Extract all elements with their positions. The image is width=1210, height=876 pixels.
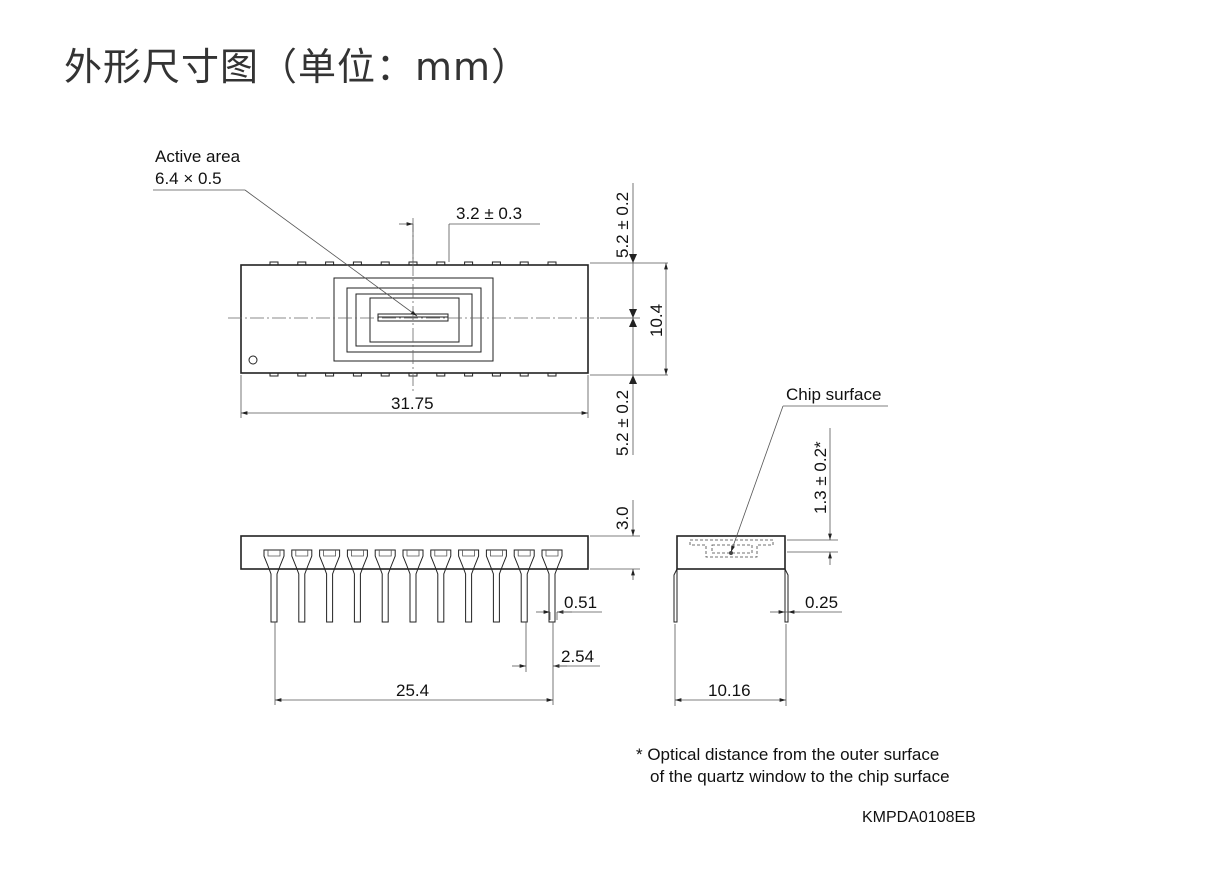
chip-surface-label: Chip surface [786, 385, 881, 404]
lead [319, 549, 341, 623]
lead [263, 549, 285, 623]
active-area-size: 6.4 × 0.5 [155, 169, 222, 188]
package-body-top [240, 264, 589, 374]
window-frame-middle [346, 287, 482, 353]
dim-lead-pitch: 2.54 [561, 647, 594, 666]
lead [291, 549, 313, 623]
footnote-line-1: * Optical distance from the outer surfac… [636, 745, 939, 764]
lead-shoulder [517, 550, 531, 557]
dim-optical-distance: 1.3 ± 0.2* [811, 441, 830, 514]
window-glass [369, 297, 460, 343]
footnote-line-2: of the quartz window to the chip surface [650, 767, 950, 786]
lead-shoulder [378, 550, 392, 557]
end-lead-left [673, 568, 678, 623]
side-pins [263, 549, 563, 623]
lead-shoulder [490, 550, 503, 557]
dim-body-thickness: 3.0 [613, 506, 632, 530]
dim-lead-width: 0.51 [564, 593, 597, 612]
package-body-side [240, 535, 589, 570]
lead [430, 549, 452, 623]
dim-lead-thickness: 0.25 [805, 593, 838, 612]
window-frame-inner [355, 293, 473, 347]
drawing-code: KMPDA0108EB [862, 809, 976, 826]
lead [513, 549, 535, 623]
lead [541, 549, 563, 623]
side-view: 3.0 0.51 2.54 25.4 [240, 500, 640, 705]
dim-row-spacing: 10.16 [708, 681, 751, 700]
lead-shoulder [267, 550, 281, 557]
active-area-label: Active area [155, 147, 241, 166]
lead-shoulder [545, 550, 559, 557]
pin1-index-mark [248, 355, 258, 365]
lead [346, 549, 368, 623]
lead-shoulder [462, 550, 475, 557]
lead [458, 549, 480, 623]
lead-shoulder [434, 550, 448, 557]
dim-lead-span: 25.4 [396, 681, 429, 700]
dim-body-height: 10.4 [647, 304, 666, 337]
package-body-end [676, 535, 786, 570]
lead [485, 549, 507, 623]
dim-top-offset: 5.2 ± 0.2 [613, 192, 632, 258]
top-view: Active area 6.4 × 0.5 3.2 ± 0.3 5.2 ± 0.… [153, 147, 668, 456]
lead [374, 549, 396, 623]
end-lead-right [784, 568, 789, 623]
dim-bottom-offset: 5.2 ± 0.2 [613, 390, 632, 456]
end-view: Chip surface 1.3 ± 0.2* 0.25 10.16 [673, 385, 888, 706]
lead-shoulder [295, 550, 309, 557]
dim-window-offset: 3.2 ± 0.3 [456, 204, 522, 223]
lead-shoulder [351, 550, 364, 557]
lead-shoulder [323, 550, 336, 557]
page-title: 外形尺寸图（单位：mm） [64, 45, 531, 89]
lead [402, 549, 424, 623]
window-frame-outer [333, 277, 494, 362]
lead-shoulder [406, 550, 420, 557]
dim-body-length: 31.75 [391, 394, 434, 413]
